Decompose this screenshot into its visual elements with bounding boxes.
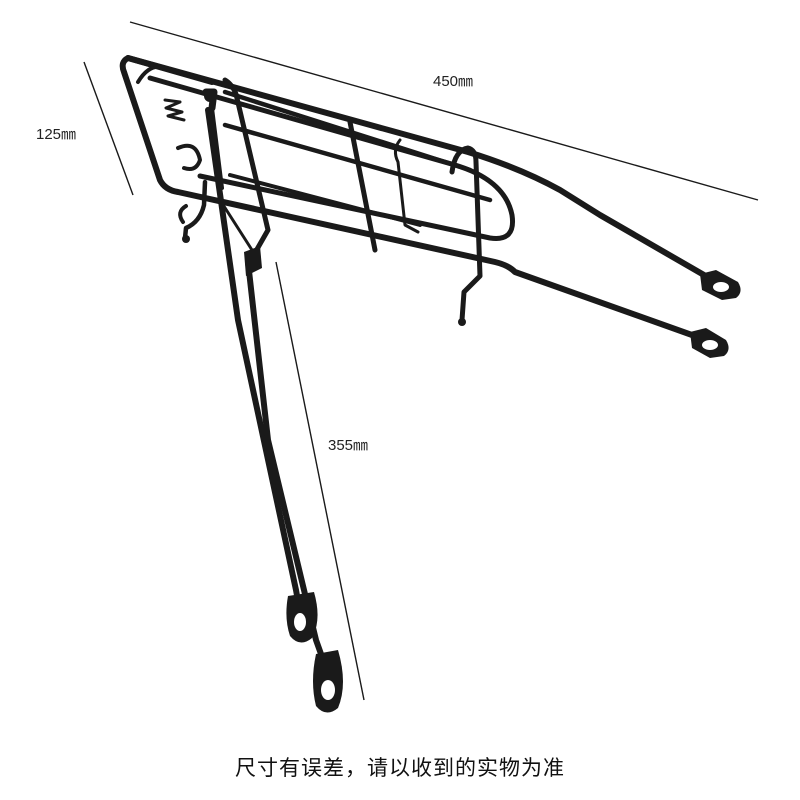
dimension-line-height [83,61,134,196]
rack-rear-eyelets [690,270,741,358]
strut-dimension-label: 355㎜ [328,437,369,454]
dimension-line-length [129,21,759,201]
rack-frame [119,55,733,348]
disclaimer-caption: 尺寸有误差，请以收到的实物为准 [235,756,565,780]
length-dimension-label: 450㎜ [433,73,474,90]
rack-struts [205,107,343,713]
height-dimension-label: 125㎜ [36,126,77,143]
dimension-line-strut [275,261,365,701]
